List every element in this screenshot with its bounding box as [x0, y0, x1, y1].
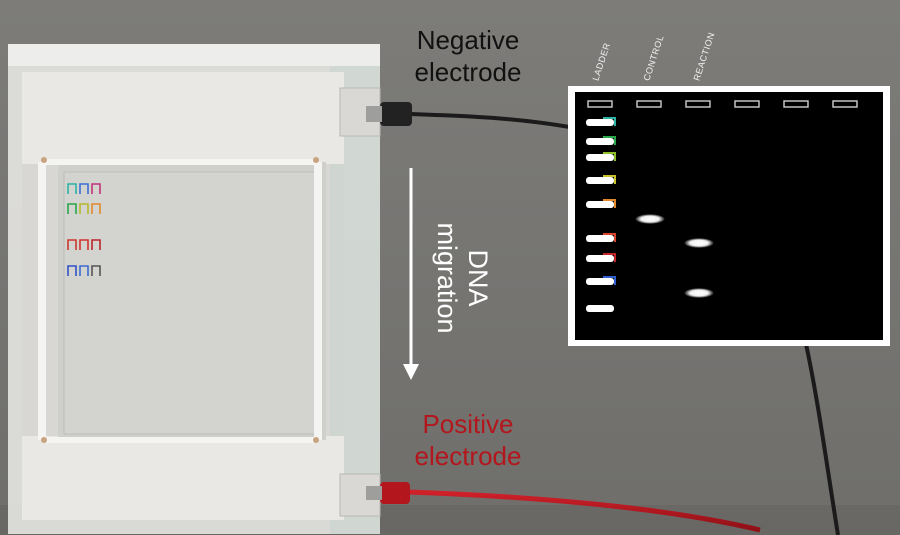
- negative-plug: [366, 102, 412, 126]
- ladder-band: [586, 278, 614, 285]
- ladder-band-marker: [603, 117, 616, 126]
- ladder-band-marker: [603, 233, 616, 242]
- negative-plug-body: [380, 102, 412, 126]
- pin: [41, 437, 47, 443]
- gel-well: [587, 100, 613, 108]
- dna-migration-line2: migration: [432, 222, 462, 334]
- control-bands: [635, 214, 665, 224]
- ladder-band-marker: [603, 253, 616, 262]
- ladder-band: [586, 235, 614, 242]
- ladder-band: [586, 305, 614, 312]
- well-marker: [67, 183, 77, 194]
- dna-migration-label: DNA migration: [431, 198, 493, 358]
- ladder-band-marker: [603, 276, 616, 285]
- well-marker: [79, 239, 89, 250]
- well-marker: [91, 265, 101, 276]
- ladder-band-marker: [603, 136, 616, 145]
- negative-wire: [409, 112, 576, 130]
- gel-slab: [63, 171, 321, 435]
- gel-well-markers: [67, 183, 101, 276]
- well-marker: [67, 239, 77, 250]
- pin: [313, 437, 319, 443]
- arrow-head: [403, 364, 419, 380]
- reaction-band: [684, 288, 714, 298]
- pin: [313, 157, 319, 163]
- gel-well: [783, 100, 809, 108]
- negative-electrode-line2: electrode: [414, 57, 522, 87]
- gel-box: [8, 44, 381, 534]
- control-band: [635, 214, 665, 224]
- positive-electrode-line2: electrode: [414, 441, 522, 471]
- bottom-buffer-zone: [22, 436, 344, 520]
- well-marker: [91, 203, 101, 214]
- dna-migration-line1: DNA: [463, 249, 493, 307]
- gel-wells: [587, 100, 858, 108]
- gel-well: [734, 100, 760, 108]
- pin: [41, 157, 47, 163]
- negative-electrode-label: Negative electrode: [378, 24, 558, 88]
- positive-electrode-line1: Positive: [422, 409, 514, 439]
- migration-arrow: [403, 168, 419, 380]
- well-marker: [67, 265, 77, 276]
- well-marker: [91, 239, 101, 250]
- positive-wire: [407, 489, 761, 533]
- well-marker: [67, 203, 77, 214]
- ladder-band-marker: [603, 152, 616, 161]
- ladder-band: [586, 255, 614, 262]
- positive-plug: [366, 482, 410, 504]
- ladder-band: [586, 119, 614, 126]
- lid-top: [8, 44, 380, 66]
- negative-plug-tip: [366, 106, 382, 122]
- reaction-band: [684, 238, 714, 248]
- well-marker: [79, 183, 89, 194]
- well-marker: [91, 183, 101, 194]
- gel-result-panel: [568, 86, 890, 346]
- ladder-band-marker: [603, 199, 616, 208]
- gel-well: [832, 100, 858, 108]
- ladder-band-marker: [603, 175, 616, 184]
- reaction-bands: [684, 238, 714, 298]
- ladder-band: [586, 177, 614, 184]
- positive-electrode-label: Positive electrode: [378, 408, 558, 472]
- ladder-band: [586, 201, 614, 208]
- gel-well: [685, 100, 711, 108]
- ladder-band: [586, 154, 614, 161]
- ladder-bands: [586, 117, 616, 312]
- well-marker: [79, 265, 89, 276]
- negative-electrode-line1: Negative: [416, 25, 520, 55]
- top-buffer-zone: [22, 72, 344, 164]
- well-marker: [79, 203, 89, 214]
- ladder-band: [586, 138, 614, 145]
- gel-well: [636, 100, 662, 108]
- positive-plug-tip: [366, 486, 382, 500]
- positive-plug-body: [380, 482, 410, 504]
- gel-image: [575, 92, 883, 340]
- negative-wire-return: [804, 343, 840, 535]
